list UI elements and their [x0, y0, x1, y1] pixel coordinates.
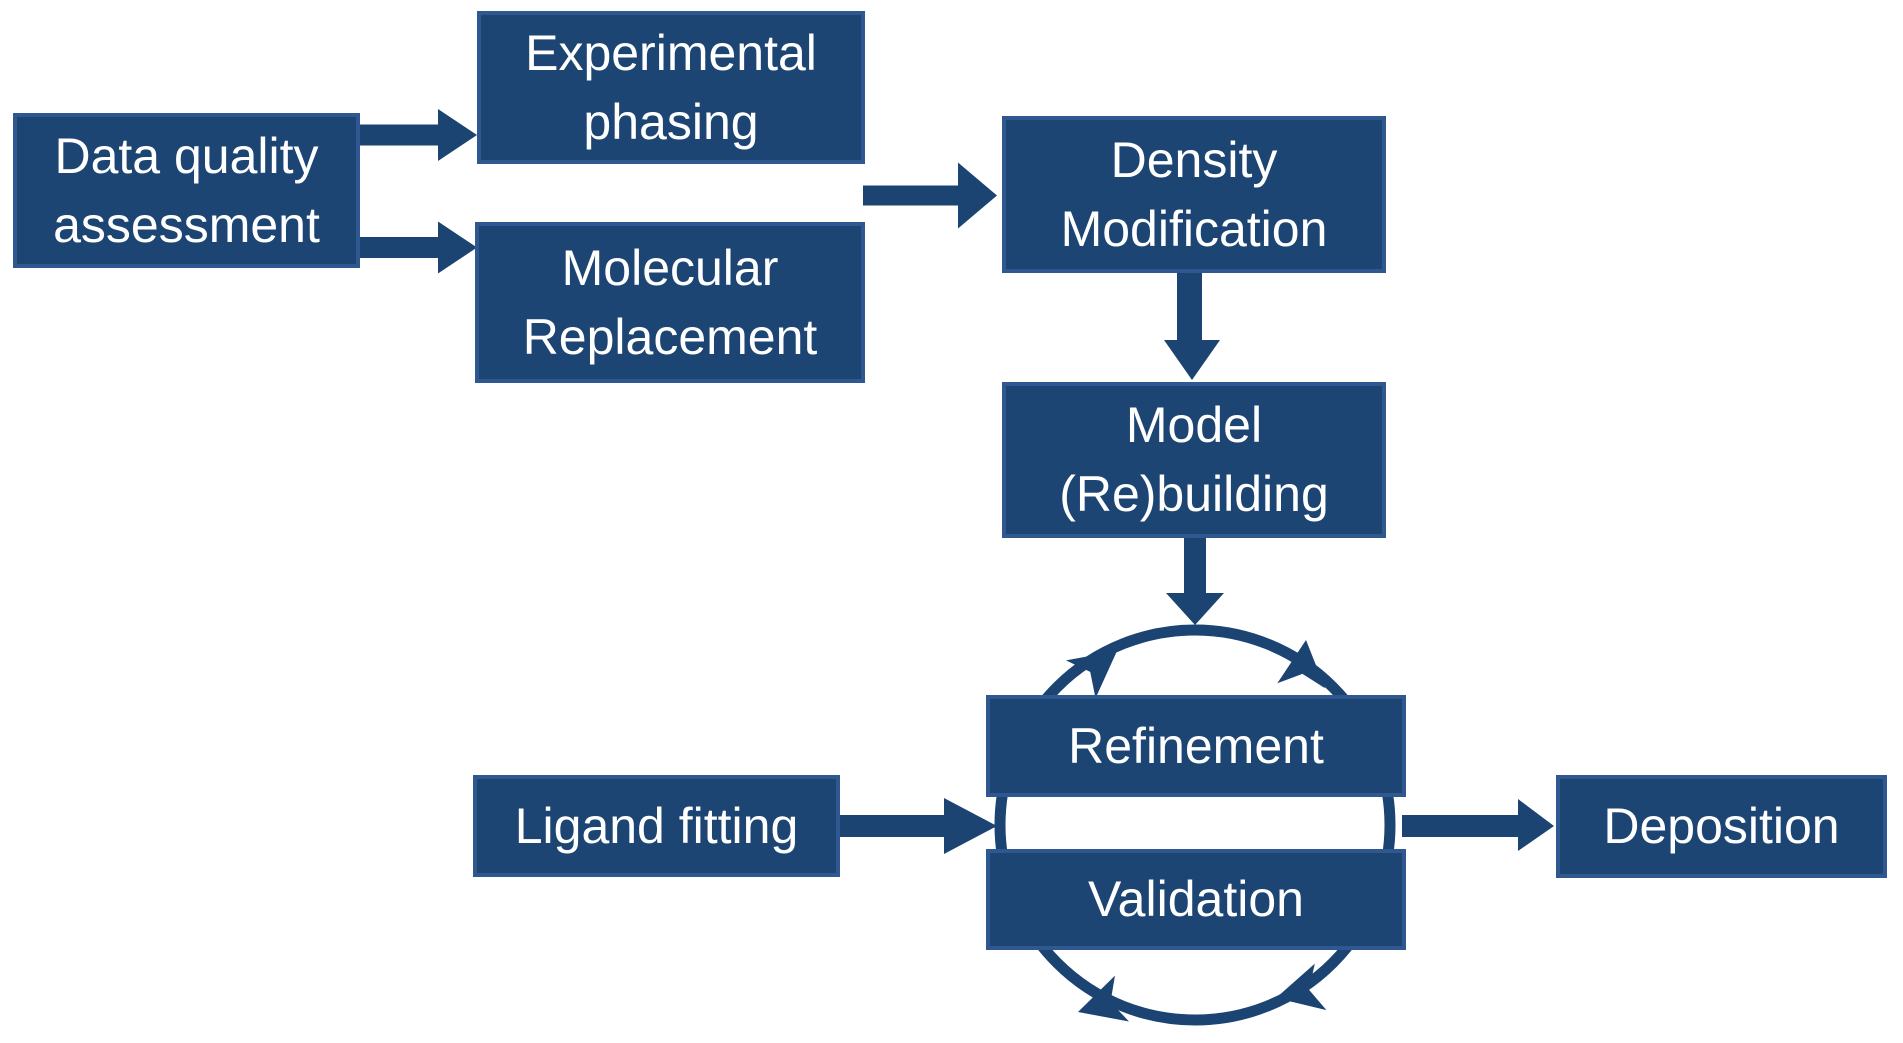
refinement-validation-cycle-circle: [994, 624, 1396, 1026]
cycle-arrowhead-bottom-left-icon: [1078, 975, 1130, 1022]
node-model-rebuilding: Model (Re)building: [1002, 382, 1386, 538]
node-density-modification: Density Modification: [1002, 116, 1386, 273]
arrow-cycle-to-deposition: [1402, 799, 1554, 851]
arrow-phasing-to-density-modification: [863, 162, 997, 229]
node-label-line: Model: [1125, 397, 1263, 453]
node-label-line: Replacement: [522, 308, 818, 365]
node-label-line: Modification: [1060, 200, 1328, 257]
node-label-line: Validation: [1088, 871, 1304, 927]
arrow-density-modification-to-model-rebuilding: [1164, 273, 1220, 380]
node-label-line: Molecular: [561, 239, 779, 296]
node-molecular-replacement: Molecular Replacement: [475, 222, 865, 383]
node-label-line: Density: [1110, 131, 1278, 188]
node-label-line: assessment: [53, 196, 320, 253]
arrow-data-quality-to-experimental-phasing: [360, 109, 477, 161]
arrow-data-quality-to-molecular-replacement: [360, 221, 477, 274]
node-label-line: (Re)building: [1059, 466, 1329, 522]
node-label-line: Refinement: [1068, 717, 1324, 774]
node-deposition: Deposition: [1556, 775, 1887, 878]
node-label-line: Ligand fitting: [514, 797, 799, 854]
cycle-arrowhead-top-left-icon: [1065, 651, 1117, 699]
cycle-arrowhead-top-right-icon: [1277, 640, 1326, 689]
node-data-quality-assessment: Data quality assessment: [13, 113, 360, 268]
arrow-model-rebuilding-to-cycle: [1166, 538, 1224, 625]
node-label-line: phasing: [583, 93, 759, 150]
node-ligand-fitting: Ligand fitting: [473, 775, 840, 877]
node-refinement: Refinement: [986, 695, 1406, 797]
node-label-line: Experimental: [525, 24, 817, 81]
node-label-line: Deposition: [1603, 798, 1840, 854]
node-label-line: Data quality: [54, 127, 319, 184]
node-validation: Validation: [986, 849, 1406, 950]
arrow-ligand-fitting-to-cycle: [840, 798, 997, 854]
node-experimental-phasing: Experimental phasing: [477, 11, 865, 164]
cycle-arrowhead-bottom-right-icon: [1276, 963, 1327, 1011]
